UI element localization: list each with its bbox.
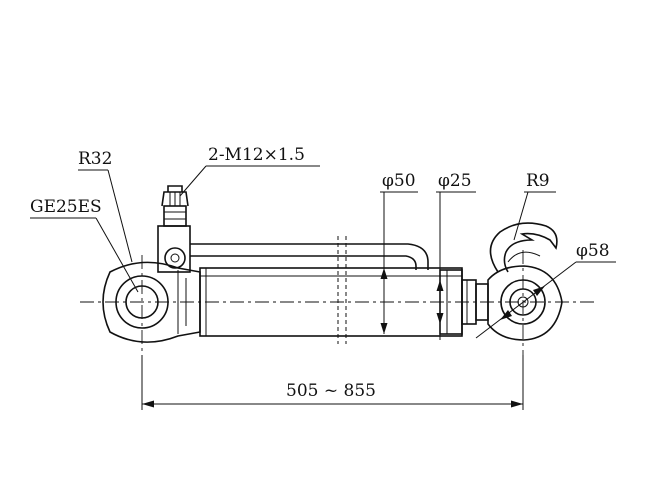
label-dia-50: φ50 — [382, 171, 416, 191]
rear-eye-bore — [115, 275, 169, 329]
label-r32: R32 — [78, 149, 112, 169]
rear-eye-bearing — [125, 285, 159, 319]
piston-rod — [461, 279, 489, 325]
label-overall-length: 505 ~ 855 — [286, 381, 376, 401]
label-dia-25: φ25 — [438, 171, 472, 191]
rear-eye — [102, 261, 201, 343]
external-pipe — [190, 243, 429, 270]
label-dia-58: φ58 — [576, 241, 610, 261]
front-eye-bore — [500, 279, 546, 325]
label-port-thread: 2-M12×1.5 — [208, 145, 305, 165]
label-ge25es: GE25ES — [30, 197, 102, 217]
break-mark — [337, 236, 347, 344]
label-r9: R9 — [526, 171, 550, 191]
hook — [489, 222, 558, 273]
port-fitting — [163, 205, 187, 227]
front-eye — [487, 222, 563, 341]
dimension-lines — [30, 165, 616, 410]
port-block — [157, 185, 191, 273]
